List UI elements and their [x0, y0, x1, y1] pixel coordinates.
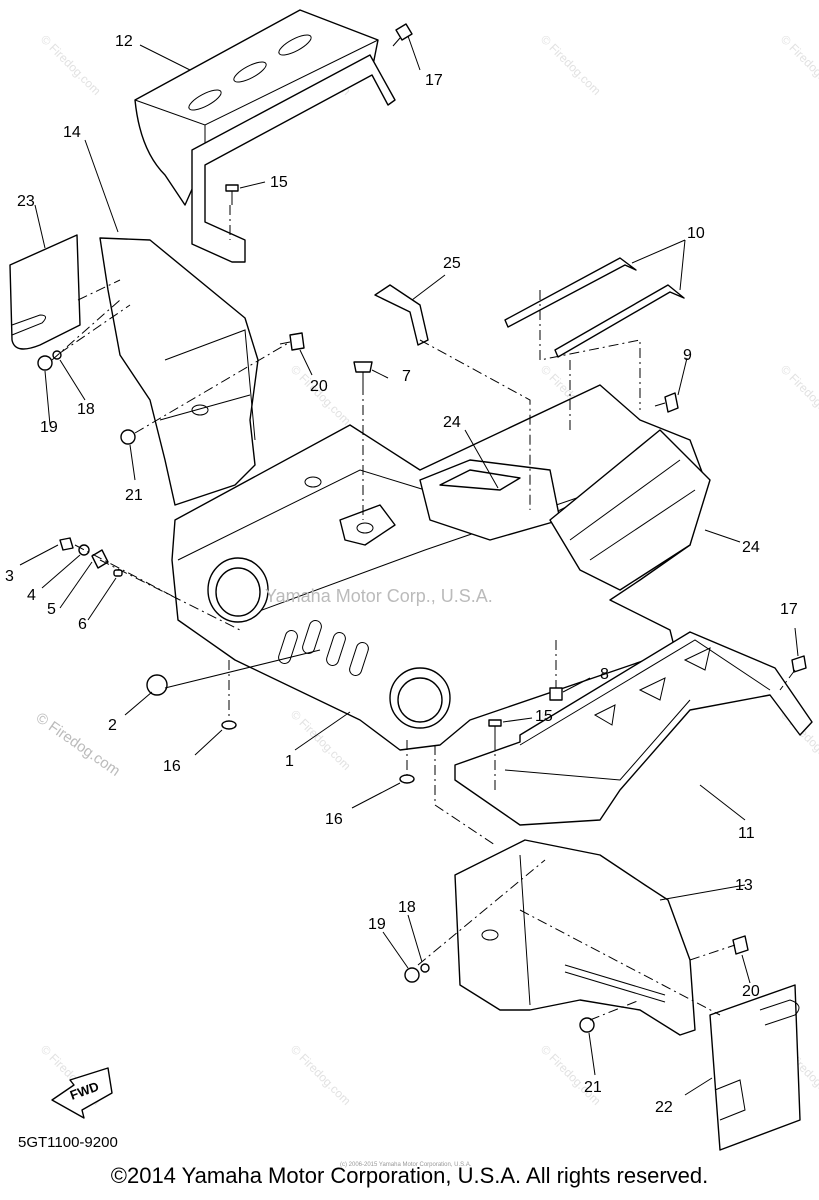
- part-25-strap: [374, 284, 429, 346]
- callout-9: 9: [683, 347, 692, 364]
- callout-7: 7: [402, 368, 411, 385]
- callout-19: 19: [368, 916, 386, 933]
- callout-12: 12: [115, 33, 133, 50]
- callout-4: 4: [27, 587, 36, 604]
- part-10-straps: [504, 257, 685, 358]
- part-code: 5GT1100-9200: [18, 1134, 118, 1151]
- callout-2: 2: [108, 717, 117, 734]
- watermark-center: Yamaha Motor Corp., U.S.A.: [265, 586, 493, 606]
- callout-19: 19: [40, 419, 58, 436]
- part-13-fender: [454, 839, 696, 1036]
- watermark-tile: © Firedog.com: [778, 362, 819, 428]
- callout-21: 21: [125, 487, 143, 504]
- watermark-tile: © Firedog.com: [778, 32, 819, 98]
- callout-16: 16: [325, 811, 343, 828]
- callout-18: 18: [398, 899, 416, 916]
- callout-22: 22: [655, 1099, 673, 1116]
- callout-20: 20: [310, 378, 328, 395]
- watermark-tile: © Firedog.com: [288, 707, 354, 773]
- callout-8: 8: [600, 666, 609, 683]
- callout-15: 15: [270, 174, 288, 191]
- part-23-mudflap: [9, 234, 81, 350]
- small-print: (c) 2006-2015 Yamaha Motor Corporation, …: [340, 1162, 472, 1168]
- part-22-mudflap: [709, 984, 801, 1151]
- callout-11: 11: [738, 825, 755, 842]
- watermark-tile: © Firedog.com: [38, 32, 104, 98]
- callout-14: 14: [63, 124, 81, 141]
- part-11-cover: [454, 631, 813, 826]
- callout-5: 5: [47, 601, 56, 618]
- callout-21: 21: [584, 1079, 602, 1096]
- callout-15: 15: [535, 708, 553, 725]
- callout-20: 20: [742, 983, 760, 1000]
- part-1-body: [171, 384, 711, 751]
- watermark-tile: © Firedog.com: [538, 32, 604, 98]
- callout-13: 13: [735, 877, 753, 894]
- part-12-cover: [134, 9, 396, 263]
- part-14-fender: [99, 237, 259, 506]
- callout-1: 1: [285, 753, 294, 770]
- callout-24: 24: [443, 414, 461, 431]
- assembly-lines: [51, 205, 796, 1021]
- fasteners: [37, 23, 807, 1033]
- callout-25: 25: [443, 255, 461, 272]
- watermark-tile: © Firedog.com: [538, 1042, 604, 1108]
- callout-18: 18: [77, 401, 95, 418]
- callout-17: 17: [780, 601, 798, 618]
- callout-numbers: 12 17 14 15 23 10 25 9 7 20 18 19 24 21 …: [5, 33, 798, 1116]
- leader-lines: [19, 35, 799, 1096]
- callout-6: 6: [78, 616, 87, 633]
- watermark-tile: © Firedog.com: [288, 1042, 354, 1108]
- copyright-notice: ©2014 Yamaha Motor Corporation, U.S.A. A…: [110, 1163, 709, 1188]
- callout-17: 17: [425, 72, 443, 89]
- callout-24: 24: [742, 539, 760, 556]
- callout-16: 16: [163, 758, 181, 775]
- callout-23: 23: [17, 193, 35, 210]
- callout-10: 10: [687, 225, 705, 242]
- callout-3: 3: [5, 568, 14, 585]
- fwd-arrow-icon: FWD: [51, 1067, 113, 1119]
- watermark-tile: © Firedog.com: [288, 362, 354, 428]
